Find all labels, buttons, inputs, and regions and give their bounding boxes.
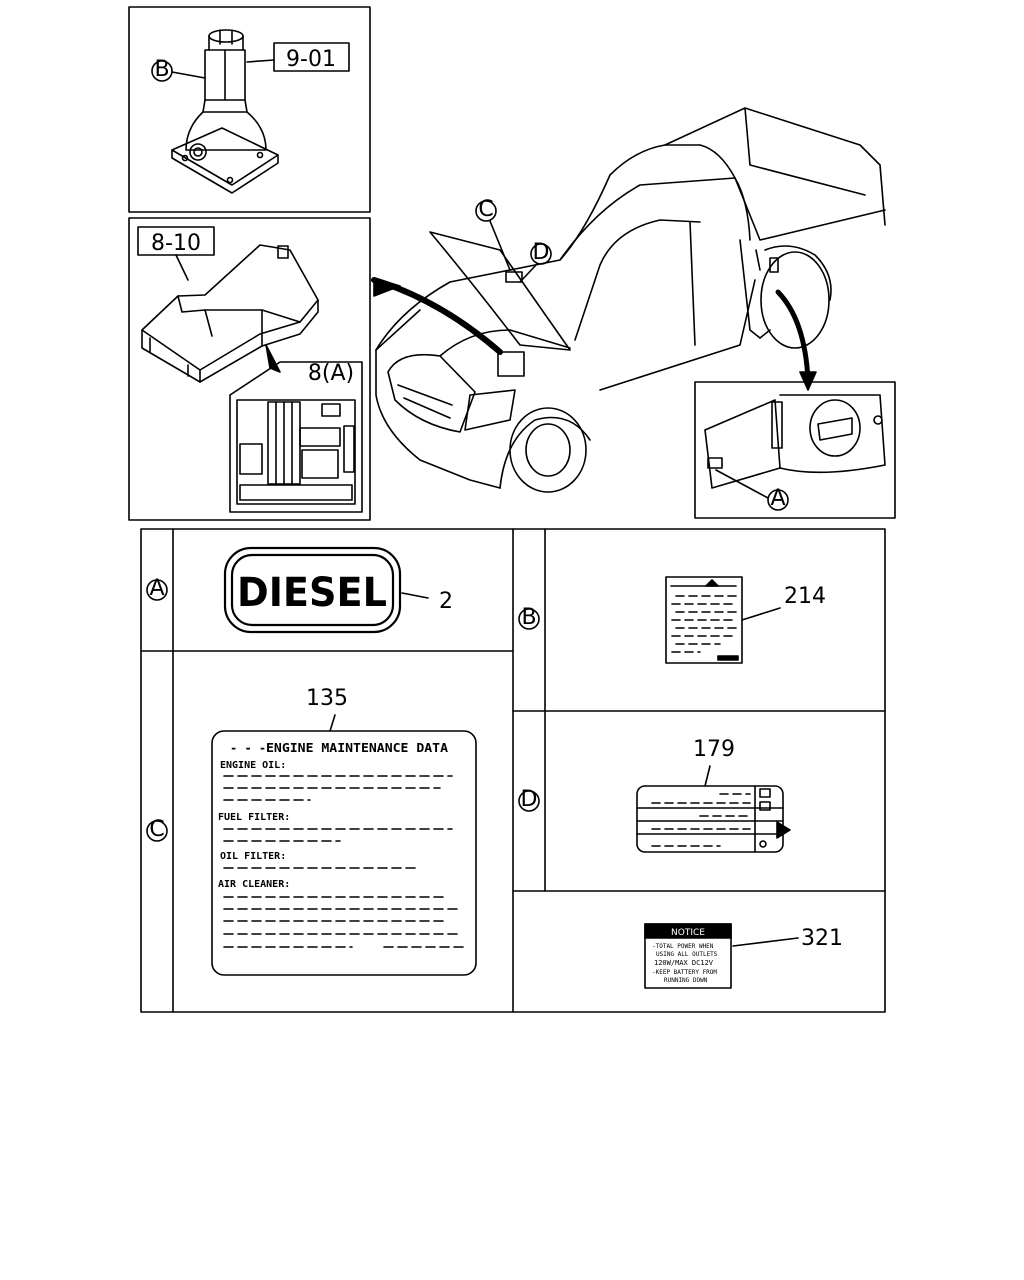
notice-line-1: -TOTAL POWER WHEN <box>652 943 714 950</box>
engine-maintenance-dashes: - - - <box>230 741 266 755</box>
label-179 <box>636 765 791 853</box>
part-number-135: 135 <box>306 686 348 711</box>
fuse-label-drawing <box>236 399 356 505</box>
air-cleaner-row-label: AIR CLEANER: <box>218 879 290 890</box>
oil-filter-row-label: OIL FILTER: <box>220 851 286 862</box>
notice-line-5: RUNNING DOWN <box>664 977 708 984</box>
engine-maintenance-label <box>211 714 477 976</box>
notice-heading: NOTICE <box>671 928 705 938</box>
label-table <box>140 528 886 1013</box>
callout-letter-c-truck: C <box>478 197 493 222</box>
fusebox-ref-label: 8-10 <box>151 231 201 256</box>
label-214 <box>665 576 781 664</box>
jack-ref-label: 9-01 <box>286 47 336 72</box>
row-letter-c: C <box>149 817 164 842</box>
callout-letter-d-truck: D <box>533 240 550 265</box>
part-number-2: 2 <box>439 589 453 614</box>
row-letter-d: D <box>521 787 538 812</box>
jack-panel <box>128 6 371 213</box>
diesel-text: DIESEL <box>237 570 387 616</box>
fuse-label-ref: 8(A) <box>308 361 354 386</box>
fusebox-drawing <box>141 244 319 383</box>
notice-label <box>644 923 799 989</box>
diesel-label <box>223 546 429 634</box>
part-number-179: 179 <box>693 737 735 762</box>
row-letter-a: A <box>149 576 164 601</box>
notice-line-4: -KEEP BATTERY FROM <box>652 969 717 976</box>
truck-drawing <box>375 107 886 493</box>
engine-oil-row-label: ENGINE OIL: <box>220 760 286 771</box>
notice-line-3: 120W/MAX DC12V <box>654 959 714 967</box>
notice-line-2: USING ALL OUTLETS <box>656 951 718 958</box>
engine-maintenance-title: ENGINE MAINTENANCE DATA <box>266 741 449 755</box>
fuel-filter-row-label: FUEL FILTER: <box>218 812 290 823</box>
part-number-321: 321 <box>801 926 843 951</box>
part-number-214: 214 <box>784 584 826 609</box>
callout-letter-b-jack: B <box>154 57 169 82</box>
fuel-lid-panel <box>694 381 896 519</box>
jack-drawing <box>171 29 279 194</box>
row-letter-b: B <box>521 605 536 630</box>
callout-letter-a-fuel: A <box>770 486 785 511</box>
fusebox-panel <box>128 217 371 521</box>
